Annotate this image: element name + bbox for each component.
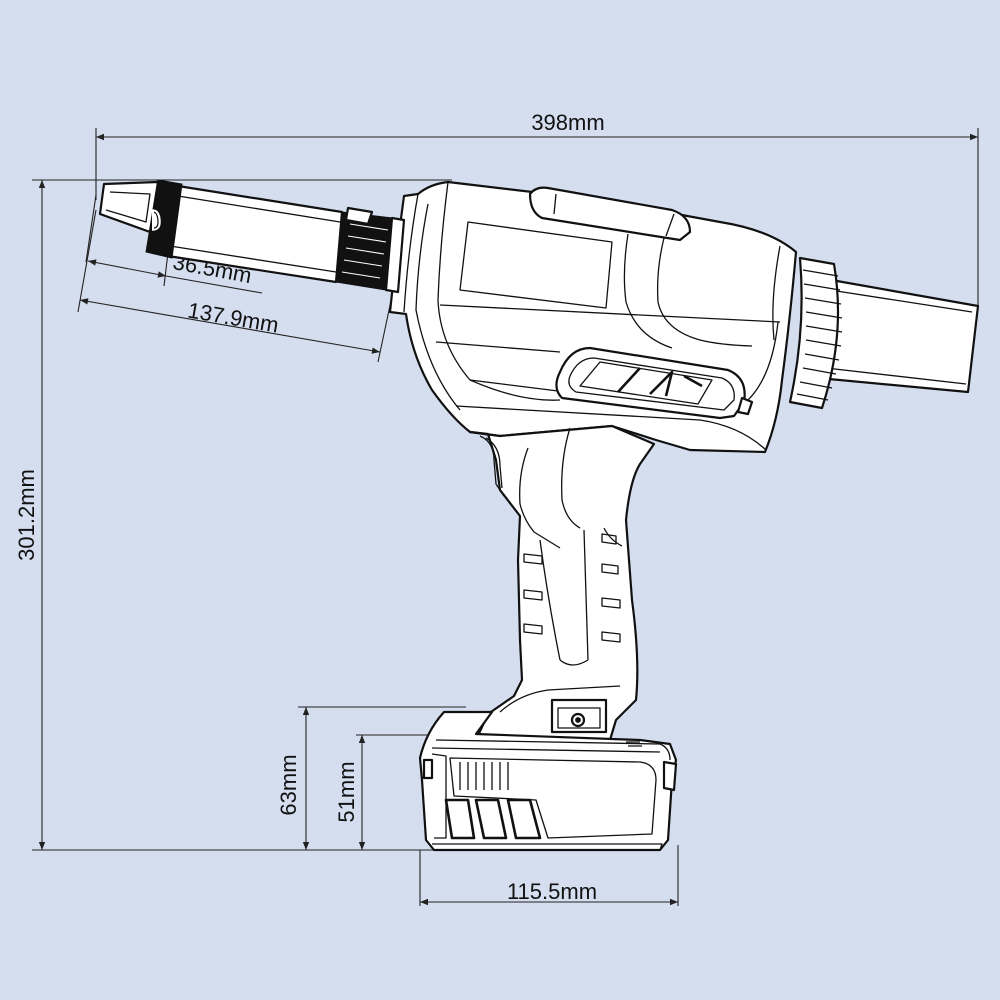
nose-length-label: 137.9mm	[186, 297, 281, 337]
nose-housing	[335, 206, 406, 294]
handle	[468, 424, 656, 742]
dimension-overall-length: 398mm	[95, 110, 979, 306]
main-body	[388, 180, 798, 454]
overall-length-label: 398mm	[531, 110, 604, 135]
rear-barrel	[816, 276, 980, 394]
dimension-battery-length: 115.5mm	[419, 845, 679, 906]
nose-barrel	[166, 184, 344, 284]
overall-height-label: 301.2mm	[14, 469, 39, 561]
battery-height-label: 63mm	[276, 754, 301, 815]
battery-lock-height-label: 51mm	[334, 761, 359, 822]
battery-pack	[418, 710, 678, 852]
rivet-tool-illustration	[98, 179, 980, 852]
battery-length-label: 115.5mm	[507, 879, 597, 904]
dimension-battery-height: 63mm	[276, 706, 466, 850]
dimension-overall-height: 301.2mm	[14, 179, 452, 851]
rear-knob	[788, 256, 843, 410]
nose-tip	[98, 179, 183, 259]
dimension-battery-lock-height: 51mm	[334, 734, 440, 850]
